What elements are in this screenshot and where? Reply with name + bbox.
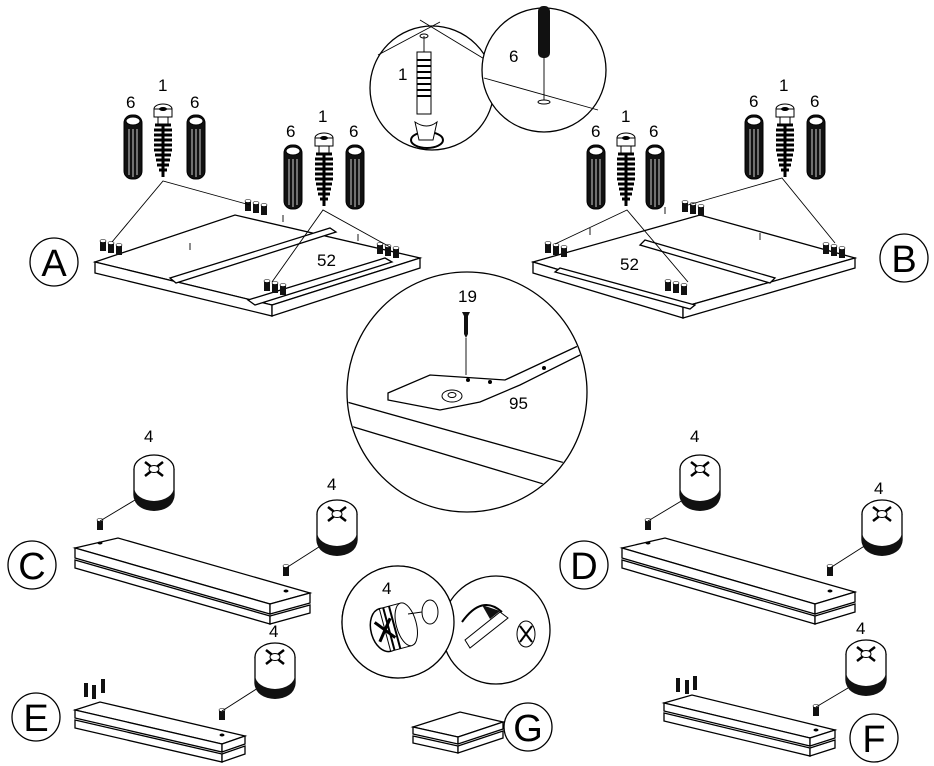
label-f-circle (849, 713, 899, 763)
part-6-label-b3: 6 (749, 92, 758, 111)
part-6-label-b1: 6 (591, 122, 600, 141)
part-6-label-a3: 6 (286, 122, 295, 141)
part-1-label-a2: 1 (318, 107, 327, 126)
part-4-label-c2: 4 (327, 475, 336, 494)
panel-g-assembly (410, 711, 506, 754)
label-c: C (18, 546, 45, 588)
panel-f-assembly (661, 638, 888, 757)
part-1-label-a1: 1 (158, 76, 167, 95)
part-4-label-d2: 4 (874, 479, 883, 498)
detail-screw-insert (369, 19, 495, 151)
part-4-label-c1: 4 (144, 427, 153, 446)
part-4-label-d1: 4 (690, 427, 699, 446)
part-6-label-detail: 6 (509, 47, 518, 66)
label-e: E (23, 698, 48, 740)
panel-c-assembly (72, 453, 359, 625)
part-4-label-detail: 4 (382, 579, 391, 598)
label-d-circle (559, 540, 609, 590)
part-1-label-detail: 1 (398, 65, 407, 84)
label-b: B (891, 239, 916, 281)
part-52-label-b: 52 (620, 255, 639, 274)
label-c-circle (7, 540, 57, 590)
detail-rail-bracket (346, 271, 588, 513)
part-19-label: 19 (458, 287, 477, 306)
label-e-circle (11, 692, 61, 742)
part-4-label-e: 4 (269, 622, 278, 641)
label-f: F (862, 719, 885, 761)
label-a: A (41, 243, 67, 285)
part-6-label-b2: 6 (649, 122, 658, 141)
label-g-circle (503, 702, 553, 752)
part-95-label: 95 (509, 394, 528, 413)
detail-dowel-insert (481, 6, 607, 133)
label-b-circle (879, 233, 929, 283)
part-6-label-a2: 6 (190, 93, 199, 112)
part-6-label-a4: 6 (349, 122, 358, 141)
panel-e-assembly (72, 641, 297, 763)
part-6-label-b4: 6 (810, 92, 819, 111)
part-6-label-a1: 6 (126, 93, 135, 112)
panel-b-assembly (530, 102, 858, 319)
detail-cam-lock (341, 565, 551, 685)
label-a-circle (29, 237, 79, 287)
part-52-label-a: 52 (317, 251, 336, 270)
panel-d-assembly (619, 453, 904, 625)
part-1-label-b2: 1 (779, 76, 788, 95)
part-1-label-b1: 1 (621, 107, 630, 126)
panel-a-assembly (92, 102, 423, 317)
label-d: D (570, 546, 597, 588)
part-4-label-f: 4 (856, 619, 865, 638)
label-g: G (513, 708, 543, 750)
